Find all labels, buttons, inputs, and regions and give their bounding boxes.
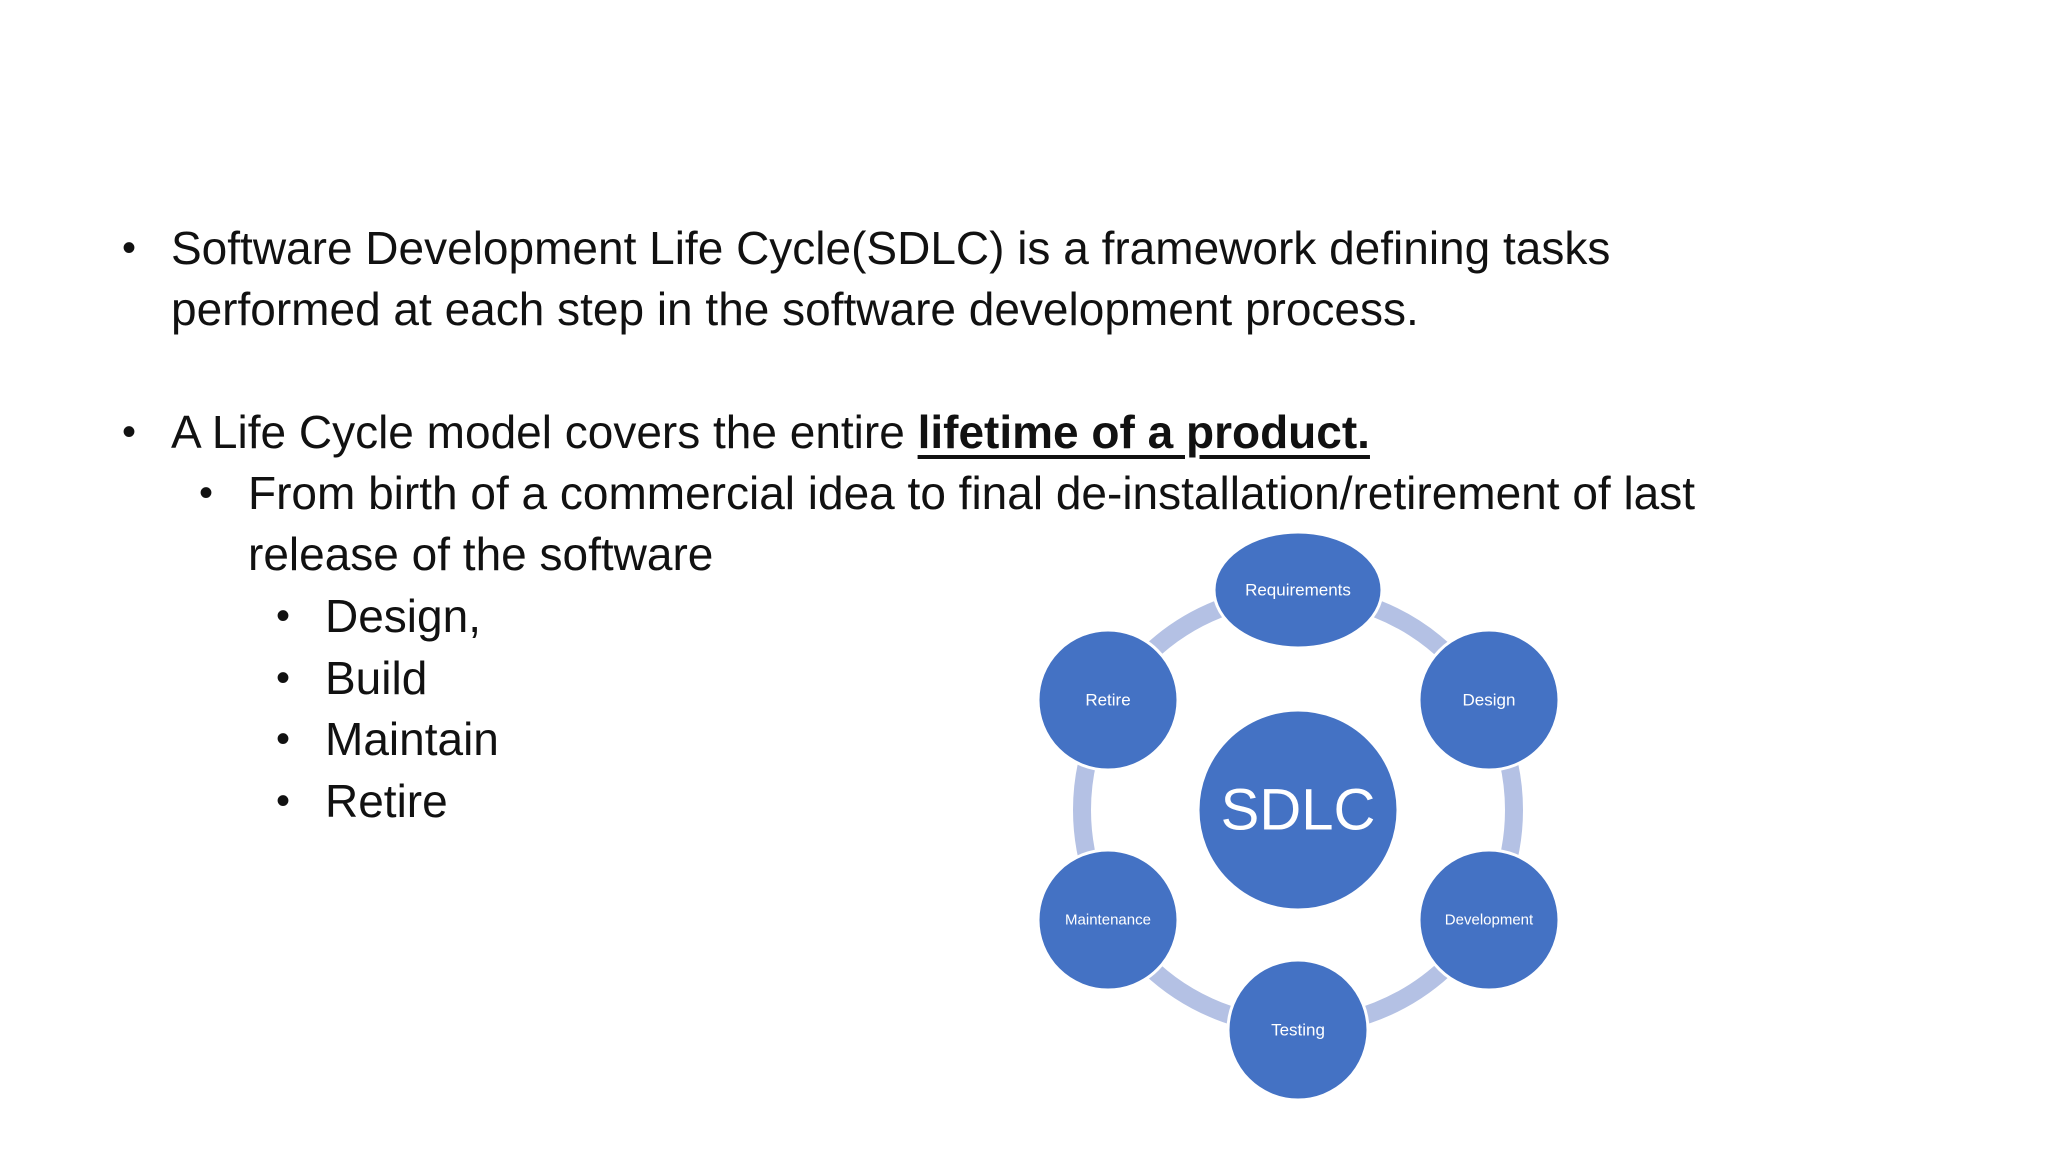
sub-item-maintain: Maintain bbox=[325, 713, 499, 765]
node-retire: Retire bbox=[1036, 628, 1180, 772]
center-label: SDLC bbox=[1221, 778, 1376, 843]
sub-item-build: Build bbox=[325, 652, 428, 704]
bullet-2-text: A Life Cycle model covers the entire bbox=[171, 406, 918, 458]
bullet-dot: • bbox=[276, 656, 291, 700]
node-maintenance-label: Maintenance bbox=[1065, 912, 1151, 929]
center-node: SDLC bbox=[1196, 708, 1400, 912]
sub-item-design: Design, bbox=[325, 590, 481, 642]
bullet-dot: • bbox=[276, 594, 291, 638]
node-design-label: Design bbox=[1463, 691, 1516, 710]
node-retire-shape bbox=[1036, 628, 1180, 772]
bullet-dot: • bbox=[199, 471, 214, 515]
bullet-3-line-2: release of the software bbox=[248, 528, 714, 580]
sdlc-cycle-diagram: SDLC Requirements Design Development Tes… bbox=[1000, 520, 1600, 1120]
sub-item-retire: Retire bbox=[325, 775, 448, 827]
bullet-dot: • bbox=[122, 410, 137, 454]
node-maintenance: Maintenance bbox=[1036, 848, 1180, 992]
node-design-shape bbox=[1417, 628, 1561, 772]
node-requirements: Requirements bbox=[1212, 530, 1384, 650]
bullet-2: A Life Cycle model covers the entire lif… bbox=[171, 402, 1370, 463]
node-testing: Testing bbox=[1226, 958, 1370, 1102]
cycle-svg: SDLC Requirements Design Development Tes… bbox=[1036, 530, 1561, 1102]
node-design: Design bbox=[1417, 628, 1561, 772]
node-development: Development bbox=[1417, 848, 1561, 992]
bullet-3-line-1: From birth of a commercial idea to final… bbox=[248, 467, 1696, 519]
node-testing-shape bbox=[1226, 958, 1370, 1102]
bullet-dot: • bbox=[122, 226, 137, 270]
bullet-1-line-1: Software Development Life Cycle(SDLC) is… bbox=[171, 222, 1611, 274]
node-requirements-shape bbox=[1212, 530, 1384, 650]
bullet-dot: • bbox=[276, 717, 291, 761]
node-development-label: Development bbox=[1445, 912, 1534, 929]
bullet-1-line-2: performed at each step in the software d… bbox=[171, 283, 1419, 335]
center-circle bbox=[1196, 708, 1400, 912]
bullet-2-emphasis: lifetime of a product. bbox=[917, 406, 1370, 458]
node-retire-label: Retire bbox=[1085, 691, 1130, 710]
node-requirements-label: Requirements bbox=[1245, 581, 1351, 600]
node-development-shape bbox=[1417, 848, 1561, 992]
node-testing-label: Testing bbox=[1271, 1021, 1325, 1040]
node-maintenance-shape bbox=[1036, 848, 1180, 992]
bullet-dot: • bbox=[276, 779, 291, 823]
